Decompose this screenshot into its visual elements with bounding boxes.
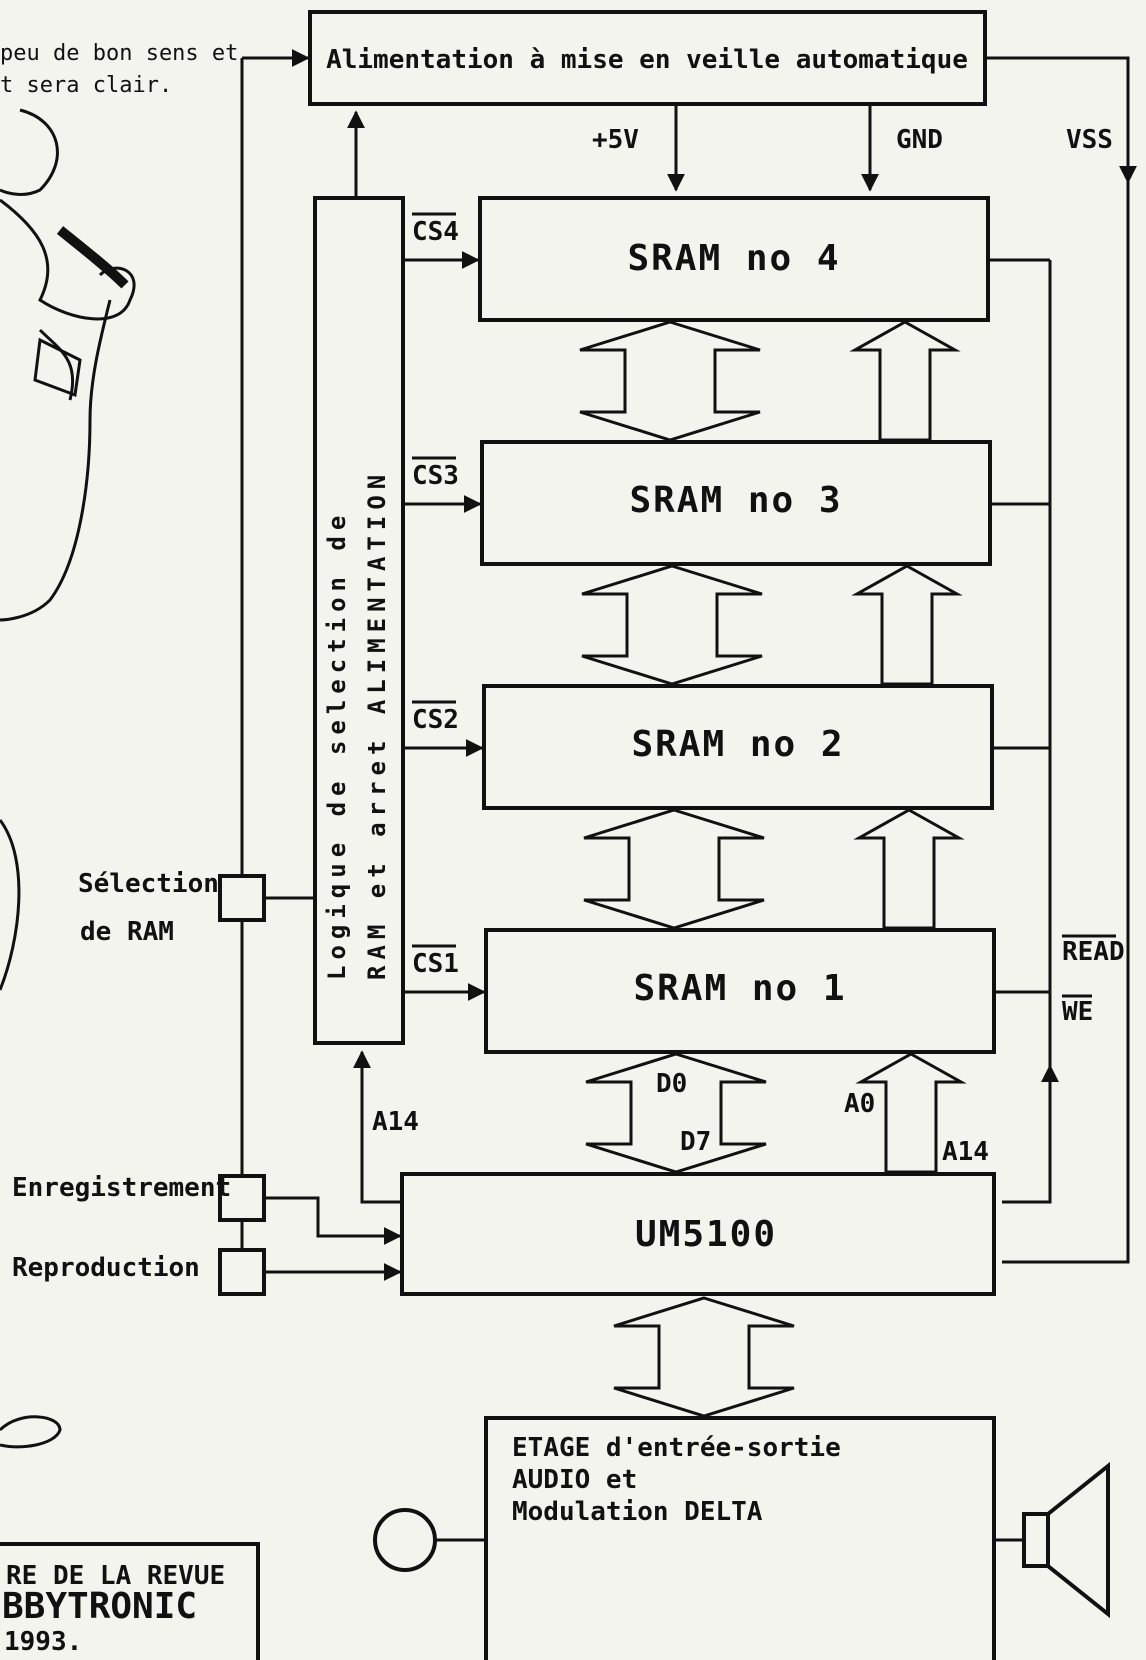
sram-2: SRAM no 2 bbox=[482, 684, 994, 810]
audio-stage-block bbox=[484, 1416, 996, 1660]
sram-3-label: SRAM no 3 bbox=[629, 480, 842, 521]
caption-line-2: t sera clair. bbox=[0, 73, 172, 98]
audio-line-3: Modulation DELTA bbox=[512, 1497, 763, 1527]
selection-logic-line1: Logique de selection de bbox=[323, 510, 351, 980]
play-label: Reproduction bbox=[12, 1253, 200, 1283]
read-label: READ bbox=[1062, 937, 1125, 967]
cs3-label: CS3 bbox=[412, 461, 459, 491]
cs1-label: CS1 bbox=[412, 949, 459, 979]
um5100-block bbox=[400, 1172, 996, 1296]
rail-vss-line bbox=[985, 56, 1137, 184]
selection-logic-line2: RAM et arret ALIMENTATION bbox=[363, 469, 391, 980]
footer-line-2: BBYTRONIC bbox=[2, 1586, 197, 1627]
sram-1-label: SRAM no 1 bbox=[633, 968, 846, 1009]
audio-line-2: AUDIO et bbox=[512, 1465, 637, 1495]
sram-3: SRAM no 3 bbox=[480, 440, 992, 566]
sram-4-label: SRAM no 4 bbox=[627, 238, 840, 279]
a14-logic-label: A14 bbox=[372, 1107, 419, 1137]
speaker-icon bbox=[994, 1461, 1110, 1619]
addr-bus-3-4 bbox=[849, 320, 961, 442]
caption-line-1: peu de bon sens et bbox=[0, 41, 238, 66]
footer-line-3: 1993. bbox=[4, 1627, 82, 1657]
sram-4: SRAM no 4 bbox=[478, 196, 990, 322]
ram-select-label-2: de RAM bbox=[80, 917, 174, 947]
data-bus-2-1 bbox=[583, 808, 765, 930]
a0-label: A0 bbox=[844, 1089, 875, 1119]
we-label: WE bbox=[1062, 997, 1093, 1027]
power-supply-block bbox=[308, 10, 987, 106]
rail-5v-label: +5V bbox=[592, 125, 639, 155]
record-label: Enregistrement bbox=[12, 1173, 231, 1203]
sram-2-label: SRAM no 2 bbox=[631, 724, 844, 765]
d7-label: D7 bbox=[680, 1127, 711, 1157]
sram-1: SRAM no 1 bbox=[484, 928, 996, 1054]
ram-select-input bbox=[218, 874, 266, 922]
power-supply-label: Alimentation à mise en veille automatiqu… bbox=[326, 45, 968, 75]
cs4-label: CS4 bbox=[412, 217, 459, 247]
rail-gnd-label: GND bbox=[896, 125, 943, 155]
data-bus-4-3 bbox=[579, 320, 761, 442]
rail-vss-label: VSS bbox=[1066, 125, 1113, 155]
data-bus-3-2 bbox=[581, 564, 763, 686]
addr-bus-2-3 bbox=[851, 564, 963, 686]
vss-return-line bbox=[1002, 182, 1130, 1264]
cartoon-illustration bbox=[0, 108, 136, 1449]
um5100-label: UM5100 bbox=[635, 1214, 777, 1255]
microphone-icon bbox=[373, 1508, 437, 1572]
a14-logic-line bbox=[353, 1050, 402, 1204]
cs2-label: CS2 bbox=[412, 705, 459, 735]
a14-bus-label: A14 bbox=[942, 1137, 989, 1167]
d0-label: D0 bbox=[656, 1069, 687, 1099]
play-input bbox=[218, 1248, 266, 1296]
selection-logic-block bbox=[313, 196, 405, 1045]
audio-line-1: ETAGE d'entrée-sortie bbox=[512, 1433, 841, 1463]
addr-bus-1-2 bbox=[853, 808, 965, 930]
data-bus-ctrl-audio bbox=[613, 1296, 795, 1418]
footer-line-1: RE DE LA REVUE bbox=[6, 1561, 225, 1591]
footer-box bbox=[0, 1542, 260, 1660]
ram-select-label-1: Sélection bbox=[78, 869, 219, 899]
